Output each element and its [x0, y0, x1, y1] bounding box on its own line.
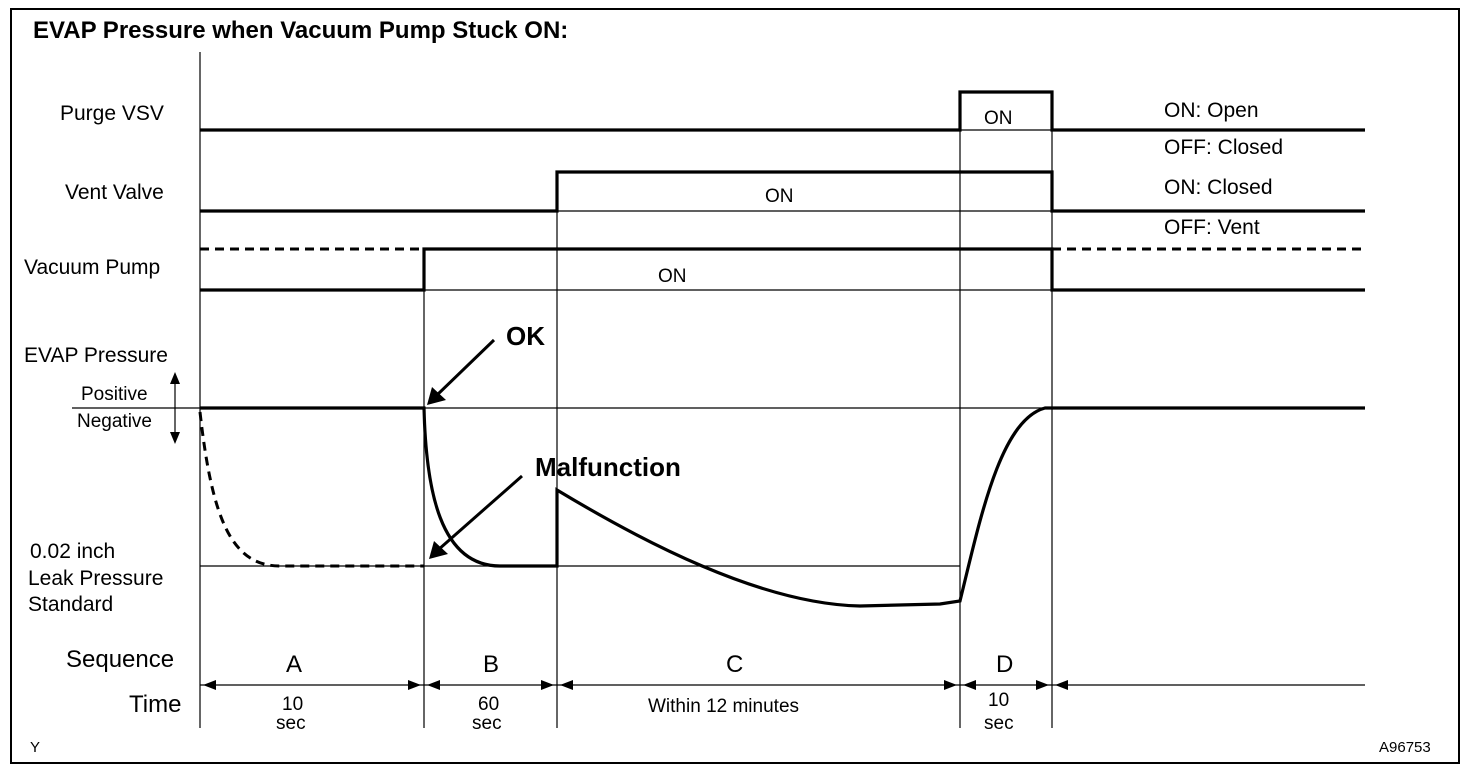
time-d-value: 10 [988, 690, 1009, 711]
corner-letter: Y [30, 739, 40, 756]
sequence-step-d: D [996, 651, 1013, 678]
diagram-frame [10, 8, 1460, 764]
leak-standard-line2: Leak Pressure [28, 567, 163, 590]
time-arrow-d-right [1036, 680, 1049, 690]
figure-id: A96753 [1379, 739, 1431, 756]
malfunction-label: Malfunction [535, 452, 681, 482]
time-arrow-b-left [427, 680, 440, 690]
ok-pressure-curve [200, 406, 1365, 608]
time-arrow-b-right [541, 680, 554, 690]
time-arrow-c-right [944, 680, 957, 690]
malfunction-arrow-head [429, 541, 448, 559]
time-d-unit: sec [984, 713, 1014, 734]
vacuum-pump-signal [200, 247, 1365, 292]
ok-arrow-shaft [434, 338, 496, 398]
time-arrow-d-left [963, 680, 976, 690]
sequence-step-b: B [483, 651, 499, 678]
vacuum-pump-on-text: ON [658, 266, 687, 287]
pos-neg-arrow-up [170, 372, 180, 384]
time-arrow-a-right [408, 680, 421, 690]
pos-neg-arrow-down [170, 432, 180, 444]
sequence-step-a: A [286, 651, 302, 678]
sequence-step-c: C [726, 651, 743, 678]
malfunction-arrow-shaft [437, 474, 523, 552]
evap-pressure-label: EVAP Pressure [24, 344, 168, 367]
ok-label: OK [506, 321, 545, 351]
vacuum-pump-label: Vacuum Pump [24, 256, 160, 279]
time-c-value: Within 12 minutes [648, 696, 799, 717]
time-b-value: 60 [478, 694, 499, 715]
time-b-unit: sec [472, 713, 502, 734]
evap-negative-label: Negative [77, 411, 152, 432]
leak-standard-line3: Standard [28, 593, 113, 616]
vent-valve-label: Vent Valve [65, 181, 164, 204]
vent-valve-signal [200, 170, 1365, 213]
time-a-value: 10 [282, 694, 303, 715]
purge-vsv-legend-off: OFF: Closed [1164, 136, 1283, 159]
purge-vsv-on-text: ON [984, 108, 1013, 129]
diagram-title: EVAP Pressure when Vacuum Pump Stuck ON: [33, 17, 568, 44]
sequence-label: Sequence [66, 646, 174, 673]
time-arrow-a-left [203, 680, 216, 690]
time-arrow-c-left [560, 680, 573, 690]
vent-valve-legend-off: OFF: Vent [1164, 216, 1260, 239]
malfunction-pressure-curve [198, 411, 424, 568]
time-a-unit: sec [276, 713, 306, 734]
purge-vsv-legend-on: ON: Open [1164, 99, 1259, 122]
purge-vsv-signal [200, 90, 1365, 132]
vent-valve-legend-on: ON: Closed [1164, 176, 1273, 199]
purge-vsv-label: Purge VSV [60, 102, 164, 125]
ok-arrow-head [427, 387, 446, 405]
vent-valve-on-text: ON [765, 186, 794, 207]
leak-standard-line1: 0.02 inch [30, 540, 115, 563]
time-arrow-e-left [1055, 680, 1068, 690]
time-label: Time [129, 691, 181, 718]
evap-positive-label: Positive [81, 384, 148, 405]
